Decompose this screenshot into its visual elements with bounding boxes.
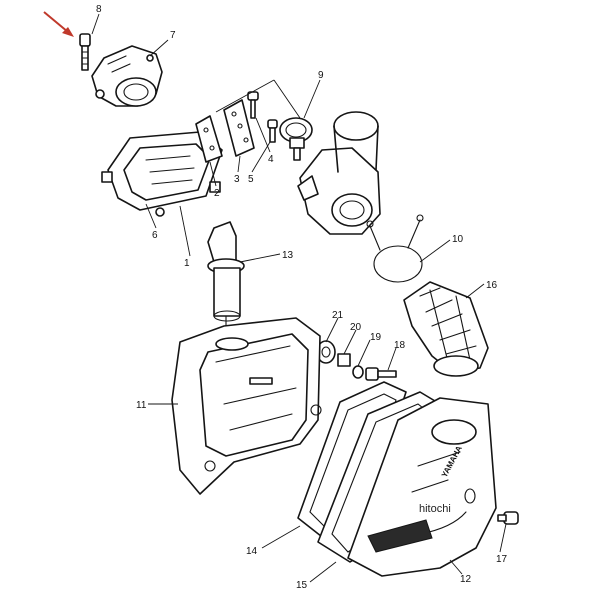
part-bolt-8 [79, 33, 91, 71]
part-collar-20 [337, 353, 351, 367]
label-1: 1 [184, 258, 190, 269]
leader-lines [91, 13, 507, 583]
label-21: 21 [332, 310, 344, 321]
part-screw-5 [267, 119, 278, 143]
watermark-text: hitochi [419, 503, 451, 515]
label-19: 19 [370, 332, 382, 343]
part-screw-17 [497, 511, 519, 525]
label-3: 3 [234, 174, 240, 185]
part-bolt-18 [365, 367, 397, 381]
red-arrow-icon [43, 11, 74, 37]
label-12: 12 [460, 574, 472, 585]
part-airbox-cover-12 [347, 397, 497, 577]
part-carburetor [297, 111, 381, 235]
label-10: 10 [452, 234, 464, 245]
label-17: 17 [496, 554, 508, 565]
label-18: 18 [394, 340, 406, 351]
label-7: 7 [170, 30, 176, 41]
part-elbow-tube-13 [207, 221, 245, 341]
part-wire-ring-10 [366, 214, 424, 283]
label-13: 13 [282, 250, 294, 261]
part-reed-stopper-3 [223, 99, 255, 157]
label-5: 5 [248, 174, 254, 185]
part-washer-19 [352, 365, 364, 379]
label-4: 4 [268, 154, 274, 165]
label-2: 2 [214, 188, 220, 199]
label-15: 15 [296, 580, 308, 591]
label-8: 8 [96, 4, 102, 15]
part-intake-housing-7 [91, 45, 163, 107]
part-reed-valve-1 [101, 131, 223, 217]
part-labels: 1 2 3 4 5 6 7 8 9 10 11 12 13 14 15 16 1… [96, 4, 508, 591]
part-intake-boot-16 [403, 281, 489, 377]
label-14: 14 [246, 546, 258, 557]
label-20: 20 [350, 322, 362, 333]
part-airbox-case-11 [171, 317, 322, 495]
label-16: 16 [486, 280, 498, 291]
part-screw-4 [247, 91, 259, 119]
part-hose-clamp-9 [279, 117, 313, 161]
part-reed-plate-2 [195, 115, 223, 163]
label-6: 6 [152, 230, 158, 241]
label-11: 11 [136, 400, 147, 411]
label-9: 9 [318, 70, 324, 81]
